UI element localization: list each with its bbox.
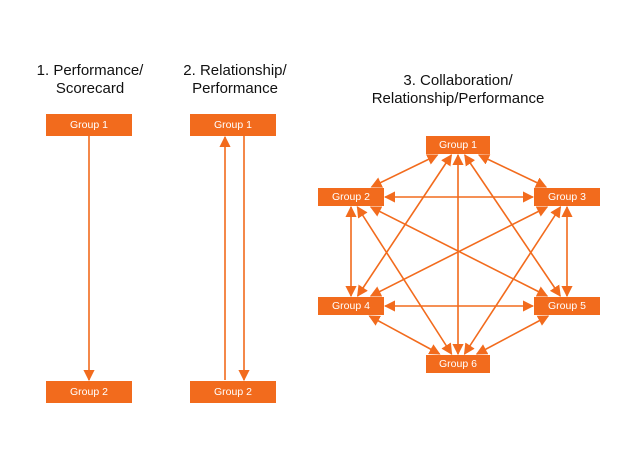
diagram3-group1-box: Group 1	[426, 136, 490, 154]
diagram3-group5-label: Group 5	[548, 300, 586, 312]
diagram3-title: 3. Collaboration/ Relationship/Performan…	[358, 72, 558, 108]
diagram3-group1-label: Group 1	[439, 139, 477, 151]
diagram3-group4-label: Group 4	[332, 300, 370, 312]
diagram1-group2-box: Group 2	[46, 381, 132, 403]
diagram3-link-group4-group6	[368, 315, 441, 355]
diagram2-group1-label: Group 1	[214, 119, 252, 131]
diagram1-group2-label: Group 2	[70, 386, 108, 398]
diagram3-link-group1-group5	[464, 154, 561, 297]
diagram1-group1-box: Group 1	[46, 114, 132, 136]
diagram3-group6-label: Group 6	[439, 358, 477, 370]
diagram3-link-group5-group6	[475, 315, 550, 355]
diagram3-link-group1-group4	[356, 154, 453, 297]
diagram3-link-group1-group3	[477, 154, 548, 188]
diagram3-group4-box: Group 4	[318, 297, 384, 315]
diagram3-link-group3-group6	[463, 206, 562, 355]
diagram1-title: 1. Performance/ Scorecard	[30, 62, 150, 98]
diagram2-group2-label: Group 2	[214, 386, 252, 398]
diagram2-title-line2: Performance	[192, 80, 278, 97]
diagram2-group1-box: Group 1	[190, 114, 276, 136]
diagram3-link-group1-group2	[370, 154, 439, 188]
diagram3-link-group2-group6	[356, 206, 453, 355]
diagram2-title: 2. Relationship/ Performance	[170, 62, 300, 98]
diagram1-title-line2: Scorecard	[55, 80, 125, 97]
diagram3-group6-box: Group 6	[426, 355, 490, 373]
diagram3-title-line1: 3. Collaboration/	[403, 72, 513, 89]
diagram2-connectors	[219, 135, 250, 382]
diagram2-group2-box: Group 2	[190, 381, 276, 403]
diagram3-group3-box: Group 3	[534, 188, 600, 206]
diagram3-group5-box: Group 5	[534, 297, 600, 315]
diagram3-title-line2: Relationship/Performance	[371, 90, 545, 107]
diagram2-title-line1: 2. Relationship/	[183, 62, 287, 79]
diagram3-group3-label: Group 3	[548, 191, 586, 203]
diagram3-group2-box: Group 2	[318, 188, 384, 206]
diagram3-group2-label: Group 2	[332, 191, 370, 203]
diagram1-title-line1: 1. Performance/	[36, 62, 144, 79]
diagram1-group1-label: Group 1	[70, 119, 108, 131]
diagram3-connectors	[345, 153, 573, 356]
